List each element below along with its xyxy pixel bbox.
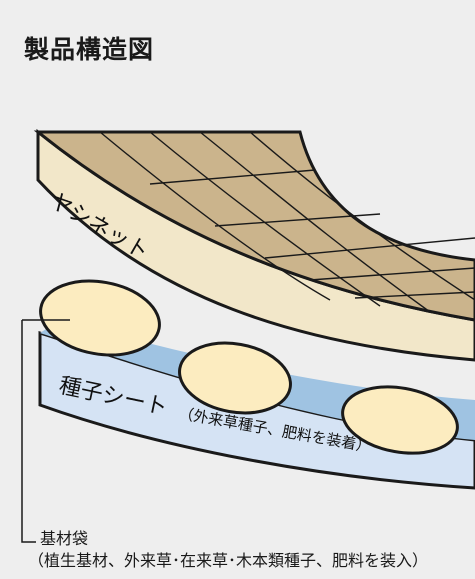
page-title: 製品構造図 xyxy=(24,35,155,64)
base-bag-caption: 基材袋 （植生基材、外来草･在来草･木本類種子、肥料を装入） xyxy=(28,528,428,572)
base-bag-detail: （植生基材、外来草･在来草･木本類種子、肥料を装入） xyxy=(28,551,429,570)
base-bag-leader-line xyxy=(21,320,36,543)
base-bag-roll-1 xyxy=(39,279,161,357)
base-bag-name: 基材袋 xyxy=(40,529,89,548)
base-bag-roll-2 xyxy=(178,341,292,415)
base-bag-roll-3 xyxy=(341,385,459,455)
coconut-net-top xyxy=(33,130,475,322)
net-grid xyxy=(99,131,475,313)
